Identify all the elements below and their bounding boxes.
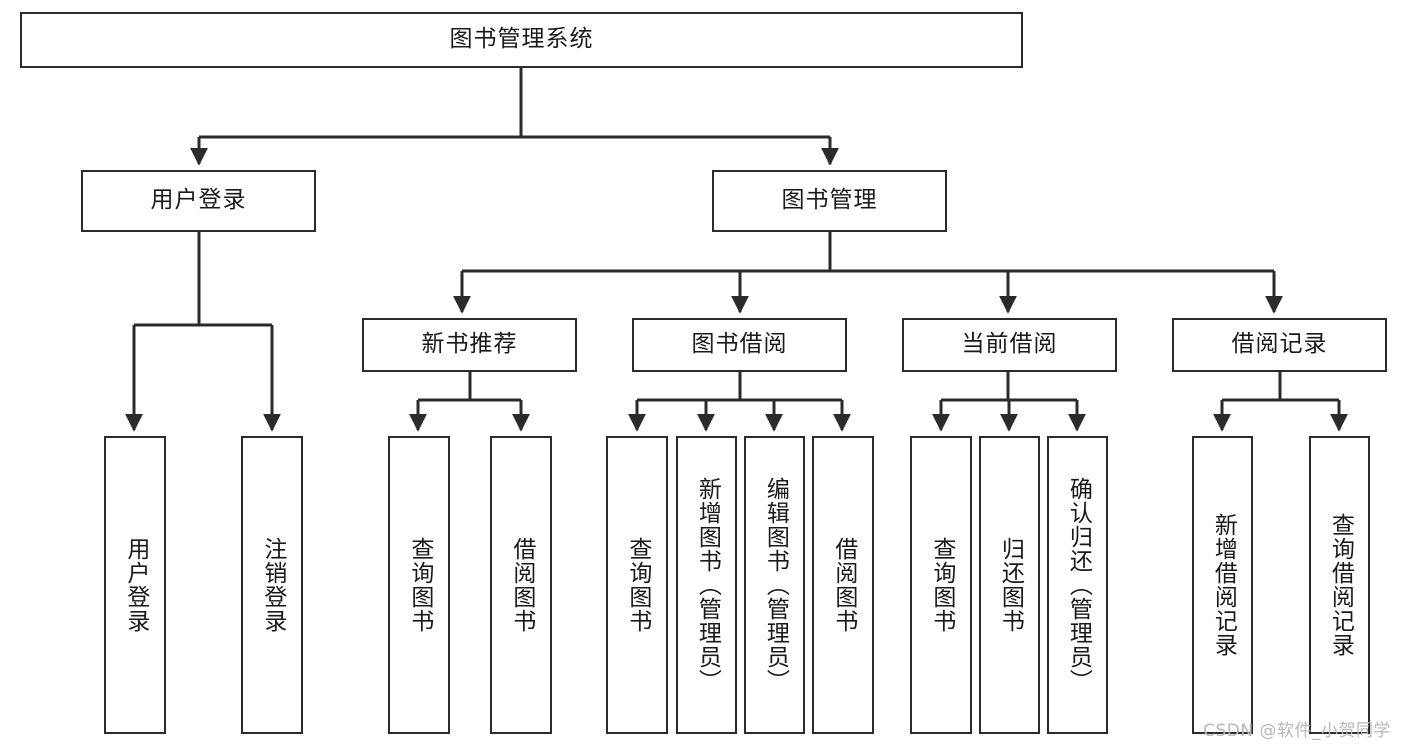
- leaf-borrow-record-search-record[interactable]: 查询借阅记录: [1309, 436, 1370, 734]
- node-label: 借阅图书: [508, 537, 535, 633]
- node-label: 当前借阅: [961, 331, 1058, 358]
- node-user-login[interactable]: 用户登录: [81, 170, 316, 232]
- leaf-user-login-login[interactable]: 用户登录: [104, 436, 166, 734]
- leaf-current-borrow-return-books[interactable]: 归还图书: [979, 436, 1040, 734]
- node-label: 图书管理: [781, 187, 878, 214]
- leaf-current-borrow-search-books[interactable]: 查询图书: [910, 436, 972, 734]
- leaf-book-borrow-edit-book-admin[interactable]: 编辑图书（管理员）: [744, 436, 805, 734]
- node-label: 用户登录: [150, 187, 247, 214]
- node-label: 用户登录: [122, 537, 149, 633]
- leaf-book-borrow-borrow-books[interactable]: 借阅图书: [812, 436, 874, 734]
- leaf-user-login-logout[interactable]: 注销登录: [241, 436, 303, 734]
- node-new-book-recommendation[interactable]: 新书推荐: [362, 318, 577, 372]
- leaf-new-book-search-books[interactable]: 查询图书: [388, 436, 450, 734]
- node-label: 查询借阅记录: [1327, 513, 1354, 657]
- node-label: 新书推荐: [421, 331, 518, 358]
- node-label: 图书借阅: [691, 331, 788, 358]
- node-label: 图书管理系统: [449, 26, 594, 53]
- node-label: 新增图书（管理员）: [694, 477, 721, 693]
- leaf-new-book-borrow-books[interactable]: 借阅图书: [490, 436, 552, 734]
- node-label: 借阅图书: [830, 537, 857, 633]
- node-label: 查询图书: [928, 537, 955, 633]
- leaf-borrow-record-add-record[interactable]: 新增借阅记录: [1192, 436, 1253, 734]
- node-label: 新增借阅记录: [1210, 513, 1237, 657]
- node-root-book-management-system[interactable]: 图书管理系统: [20, 12, 1023, 68]
- node-borrow-record[interactable]: 借阅记录: [1172, 318, 1387, 372]
- node-label: 编辑图书（管理员）: [762, 477, 789, 693]
- node-book-borrow[interactable]: 图书借阅: [632, 318, 847, 372]
- leaf-current-borrow-confirm-return-admin[interactable]: 确认归还（管理员）: [1047, 436, 1108, 734]
- leaf-book-borrow-add-book-admin[interactable]: 新增图书（管理员）: [676, 436, 737, 734]
- node-label: 归还图书: [997, 537, 1024, 633]
- node-label: 查询图书: [406, 537, 433, 633]
- node-label: 查询图书: [624, 537, 651, 633]
- leaf-book-borrow-search-books[interactable]: 查询图书: [606, 436, 668, 734]
- node-label: 注销登录: [259, 537, 286, 633]
- node-label: 确认归还（管理员）: [1065, 477, 1092, 693]
- node-label: 借阅记录: [1231, 331, 1328, 358]
- node-book-management[interactable]: 图书管理: [712, 170, 947, 232]
- node-current-borrow[interactable]: 当前借阅: [902, 318, 1117, 372]
